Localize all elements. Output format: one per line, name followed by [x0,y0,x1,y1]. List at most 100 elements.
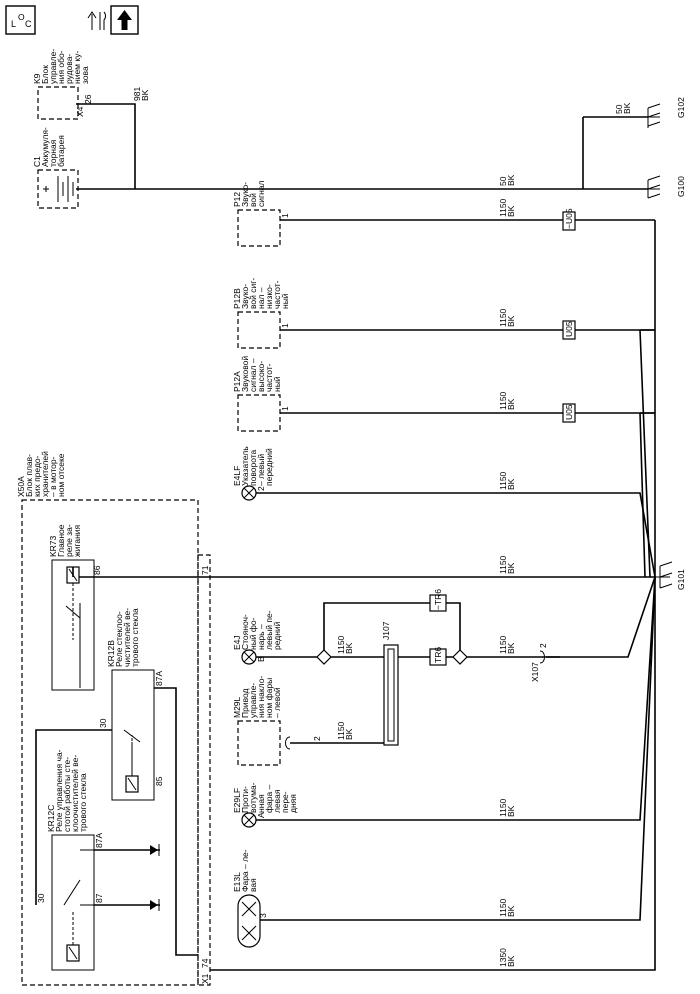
kr12b-pin-87a: 87A [154,671,164,686]
wire-1150-p12-color: BK [506,205,516,217]
e4lf-label-line: – левый [256,454,266,486]
p12-pin: 1 [280,213,290,218]
tr6-label: TR6 [433,647,443,663]
m29l-pin: 2 [312,736,322,741]
kr73-label-line: реле за- [64,524,74,557]
k9-label-line: Блок [40,65,50,84]
e4j-pin: B [256,656,266,662]
kr12b-label-line: Реле стеклоо- [114,611,124,667]
m29l-label-line: ном фары [264,678,274,718]
wire-1150-m29l-num: 1150 [336,721,346,740]
loc-icon[interactable]: L O C [5,5,36,35]
wire-1150-m29l-color: BK [344,728,354,740]
e13l-pin: 3 [258,913,268,918]
tr6-neg-label: −TR6 [433,589,443,610]
service-tools-icon[interactable] [87,11,106,30]
p12b-label-line: нал – [256,287,266,309]
p12b-label-line: P12B [232,288,242,309]
m29l-label-line: M29L [232,696,242,718]
x50a-pin-74: 74 [200,958,210,968]
k9-label-line: K9 [32,73,42,84]
e29lf-label-line: нная [256,794,266,813]
e4lf-turn-signal-lamp [241,485,656,578]
g102-label: G102 [676,97,686,118]
wire-1350-num: 1350 [498,948,508,967]
p12-label-line: Звуко- [240,182,250,207]
wire-50-g100-color: BK [506,174,516,186]
svg-text:L: L [11,19,16,29]
wire-1150-e4j-color: BK [344,642,354,654]
kr12b-pin-30: 30 [98,718,108,728]
wire-1150-x107-num: 1150 [498,635,508,654]
kr73-label-line: жигания [72,524,82,557]
wire-1150-p12a-num: 1150 [498,391,508,410]
kr12c-label-line: Реле управления ча- [54,749,64,832]
kr12c-label-line: KR12C [46,805,56,832]
c1-label-line: C1 [32,156,42,167]
e13l-label-line: вая [248,878,258,892]
ground-wire-g102 [582,116,648,189]
kr73-main-ignition-relay [51,559,655,691]
e4lf-pin: 2 [256,486,266,491]
k9-pin: 26 [83,94,93,104]
k9-label-line: рудова- [64,54,74,84]
p12-label-line: P12 [232,192,242,207]
e29lf-pin: A [256,812,266,818]
svg-text:O: O [18,12,25,22]
m29l-label-line: – левой [272,687,282,718]
connector-u05-neg [562,211,576,231]
c1-label-line: батарея [56,135,66,167]
kr73-label-line: Главное [56,524,66,557]
kr12b-label-line: KR12B [106,640,116,667]
kr12b-label-line: трового стекла [130,608,140,667]
e4j-label-line: левый пе- [264,610,274,650]
e29lf-label-line: фара – [264,784,274,813]
kr12c-wiper-speed-relay [51,834,160,971]
kr12b-wiper-relay [35,669,198,956]
p12a-horn-high [237,394,655,432]
e29lf-fog-lamp [241,576,656,828]
wire-1150-kr73-num: 1150 [498,555,508,574]
ground-g101 [655,561,673,589]
e4j-label-line: редний [272,621,282,650]
kr12c-pin-87: 87 [94,893,104,903]
wire-50-g102-num: 50 [614,104,624,114]
splice-diamond-left [316,649,332,665]
horn-ground-runs [639,220,656,578]
u05-a-label: U05 [564,321,574,337]
x50a-label-line: X50A [16,476,26,497]
wire-1150-p12b-color: BK [506,315,516,327]
x107-pin: 2 [538,643,548,648]
x50a-label-line: ном отсеке [56,453,66,497]
p12a-label-line: P12A [232,371,242,392]
e4lf-label-line: передний [264,448,274,486]
connector-tr6 [429,648,447,666]
kr12c-pin-87a: 87A [94,833,104,848]
p12b-label-line: Звуко- [240,284,250,309]
g100-label: G100 [676,176,686,197]
x107-label: X107 [530,662,540,682]
p12-label-line: сигнал [256,180,266,207]
e4j-parking-lamp [241,576,656,665]
m29l-label-line: ния накло- [256,676,266,718]
e4lf-label-line: Указатель [240,446,250,486]
c1-battery [37,169,79,209]
wire-1150-e4lf-color: BK [506,478,516,490]
p12a-label-line: высоко- [256,361,266,392]
e29lf-label-line: вотума- [248,782,258,813]
p12b-label-line: частот- [272,280,282,309]
wire-1150-e4j-num: 1150 [336,635,346,654]
up-arrow-icon[interactable] [110,5,139,35]
kr12b-pin-85: 85 [154,776,164,786]
j107-splice-pack [383,644,399,746]
wire-1350 [210,577,656,971]
p12a-label-line: частот- [264,363,274,392]
m29l-leveling-motor [237,720,384,766]
p12b-label-line: вой сиг- [248,278,258,309]
p12-label-line: вой [248,193,258,207]
x50a-pin-71: 71 [200,565,210,575]
kr12c-pin-30: 30 [36,893,46,903]
wire-1150-p12a-color: BK [506,398,516,410]
u05-b-label: U05 [564,404,574,420]
